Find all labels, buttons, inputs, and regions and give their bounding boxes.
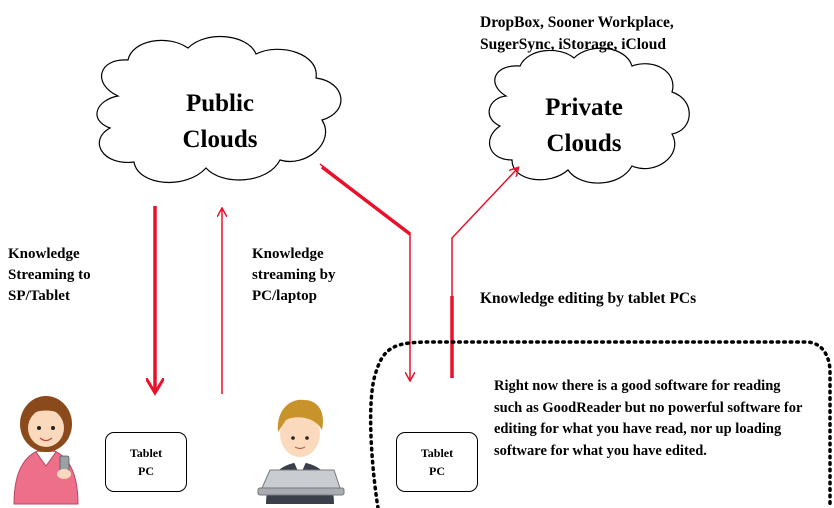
cloud-services-label: DropBox, Sooner Workplace, SugerSync, iS… <box>480 12 674 56</box>
arrow-tablet-to-private <box>451 168 518 378</box>
private-cloud-line2: Clouds <box>546 130 622 157</box>
tablet-pc-box-left: Tablet PC <box>105 432 187 492</box>
editing-note: Right now there is a good software for r… <box>494 378 803 459</box>
tablet-left-line1: Tablet <box>129 446 163 460</box>
private-cloud-shape <box>488 47 690 184</box>
girl-with-phone-icon <box>13 396 79 505</box>
public-cloud-label: Public Clouds <box>160 86 280 158</box>
tablet-right-line1: Tablet <box>420 446 454 460</box>
arrow-thick-segment <box>320 165 412 236</box>
streaming-to-line2: Streaming to <box>8 267 91 283</box>
private-cloud-label: Private Clouds <box>524 90 644 162</box>
streaming-by-label: Knowledge streaming by PC/laptop <box>252 244 335 307</box>
streaming-to-label: Knowledge Streaming to SP/Tablet <box>8 244 91 307</box>
tablet-left-line2: PC <box>138 464 154 478</box>
editing-title: Knowledge editing by tablet PCs <box>480 290 697 307</box>
note-callout-border <box>368 340 832 508</box>
man-with-laptop-icon <box>257 399 345 504</box>
services-line2: SugerSync, iStorage, iCloud <box>480 36 667 53</box>
streaming-to-line3: SP/Tablet <box>8 288 70 304</box>
streaming-by-line1: Knowledge <box>252 246 324 262</box>
tablet-pc-box-right: Tablet PC <box>396 432 478 492</box>
public-cloud-line2: Clouds <box>182 126 258 153</box>
public-cloud-line1: Public <box>185 90 255 117</box>
streaming-by-line2: streaming by <box>252 267 336 283</box>
public-cloud-shape <box>96 35 342 184</box>
streaming-to-line1: Knowledge <box>8 246 80 262</box>
tablet-right-line2: PC <box>429 464 445 478</box>
services-line1: DropBox, Sooner Workplace, <box>480 14 674 31</box>
private-cloud-line1: Private <box>545 94 623 121</box>
streaming-by-line3: PC/laptop <box>252 288 318 304</box>
